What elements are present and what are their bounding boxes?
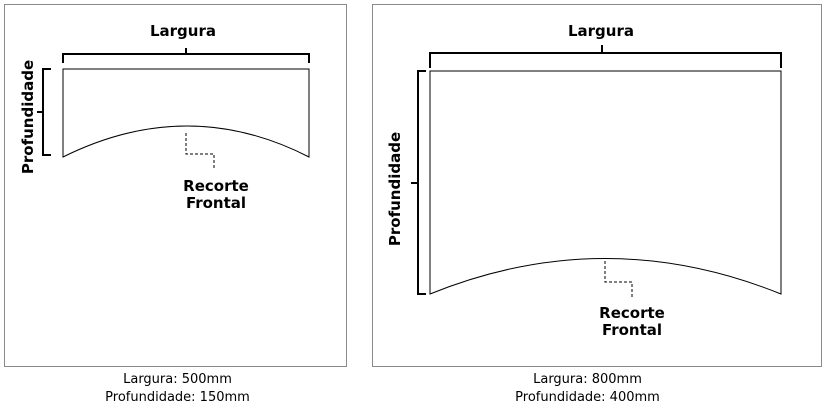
caption-depth: Profundidade: 150mm [105,390,250,405]
caption-1: Largura: 500mm Profundidade: 150mm [60,371,295,407]
depth-bracket [37,68,51,156]
caption-2: Largura: 800mm Profundidade: 400mm [470,371,705,407]
diagram-panel-1: Largura Profundidade Recorte Frontal [4,4,347,367]
caption-width: Largura: 800mm [533,372,642,387]
desk-top-shape [429,70,782,295]
cut-label-line2: Frontal [602,321,662,339]
desk-diagram-1: Largura Profundidade Recorte Frontal [19,22,310,212]
cut-label-line1: Recorte [183,177,249,195]
cut-leader-line [185,133,215,170]
depth-label: Profundidade [19,60,37,174]
width-bracket [429,45,782,68]
width-label: Largura [568,22,634,40]
desk-diagram-2: Largura Profundidade Recorte Frontal [386,22,782,339]
width-label: Largura [150,22,216,40]
cut-label-line1: Recorte [599,304,665,322]
caption-width: Largura: 500mm [123,372,232,387]
depth-label: Profundidade [386,132,404,246]
caption-depth: Profundidade: 400mm [515,390,660,405]
desk-top-shape [62,68,310,158]
cut-label-line2: Frontal [186,194,246,212]
cut-leader-line [604,261,633,298]
width-bracket [62,48,310,63]
depth-bracket [411,70,426,295]
diagram-panel-2: Largura Profundidade Recorte Frontal [372,4,822,367]
